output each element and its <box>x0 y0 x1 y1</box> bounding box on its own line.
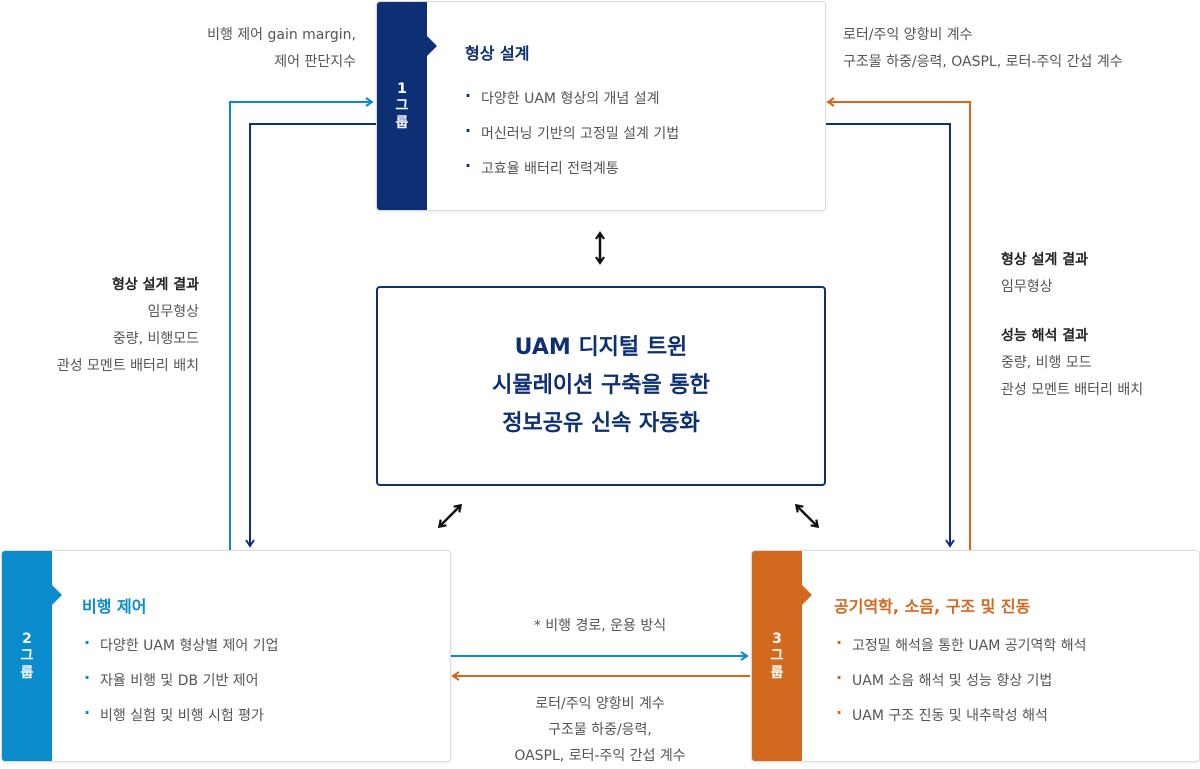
double-arrow-left <box>437 503 463 529</box>
group1-tab-char1: 그 <box>395 97 409 114</box>
note-line: 구조물 하중/응력, <box>548 722 652 738</box>
group3-title: 공기역학, 소음, 구조 및 진동 <box>834 597 1031 616</box>
list-item: UAM 구조 진동 및 내추락성 해석 <box>836 703 1086 740</box>
note-line: 임무형상 <box>147 304 199 320</box>
group1-tab: 1 그 룹 <box>377 2 437 210</box>
center-line-2: 시뮬레이션 구축을 통한 <box>492 373 710 398</box>
list-item: UAM 소음 해석 및 성능 향상 기법 <box>836 668 1086 705</box>
group1-tab-char2: 룹 <box>395 114 409 131</box>
group1-box: 1 그 룹 형상 설계 다양한 UAM 형상의 개념 설계 머신러닝 기반의 고… <box>376 1 826 211</box>
group3-tab-char1: 그 <box>770 647 784 664</box>
list-item: 자율 비행 및 DB 기반 제어 <box>84 668 279 705</box>
list-item: 머신러닝 기반의 고정밀 설계 기법 <box>465 121 679 158</box>
center-box: UAM 디지털 트윈 시뮬레이션 구축을 통한 정보공유 신속 자동화 <box>376 286 826 486</box>
list-item: 비행 실험 및 비행 시험 평가 <box>84 703 279 740</box>
note-heading: 형상 설계 결과 <box>1001 252 1089 268</box>
note-line: 로터/주익 양항비 계수 <box>535 696 665 712</box>
group2-tab-char1: 그 <box>20 647 34 664</box>
note-line: 구조물 하중/응력, OASPL, 로터-주익 간섭 계수 <box>843 54 1123 70</box>
note-line: 중량, 비행 모드 <box>1001 355 1092 371</box>
arrow-g1-to-g2 <box>245 123 376 548</box>
note-bottom: 로터/주익 양항비 계수 구조물 하중/응력, OASPL, 로터-주익 간섭 … <box>450 691 750 769</box>
center-line-1: UAM 디지털 트윈 <box>514 335 688 360</box>
arrow-g3-to-g1 <box>826 97 971 550</box>
group1-tab-num: 1 <box>397 80 407 97</box>
note-heading: 형상 설계 결과 <box>111 277 199 293</box>
note-line: 로터/주익 양항비 계수 <box>843 27 973 43</box>
note-top-right: 로터/주익 양항비 계수 구조물 하중/응력, OASPL, 로터-주익 간섭 … <box>843 22 1123 76</box>
note-line: 비행 제어 gain margin, <box>207 27 356 43</box>
note-line: 중량, 비행모드 <box>112 331 199 347</box>
note-heading: 성능 해석 결과 <box>1001 328 1089 344</box>
note-line: 관성 모멘트 배터리 배치 <box>56 358 199 374</box>
group2-tab-num: 2 <box>22 630 32 647</box>
group2-box: 2 그 룹 비행 제어 다양한 UAM 형상별 제어 기업 자율 비행 및 DB… <box>1 550 451 762</box>
group2-title: 비행 제어 <box>82 597 147 616</box>
list-item: 다양한 UAM 형상별 제어 기업 <box>84 633 279 670</box>
group2-tab-char2: 룹 <box>20 664 34 681</box>
note-line: 임무형상 <box>1001 279 1053 295</box>
note-top-left: 비행 제어 gain margin, 제어 판단지수 <box>207 22 356 76</box>
group3-tab-num: 3 <box>772 630 782 647</box>
note-bottom-top: * 비행 경로, 운용 방식 <box>533 618 667 634</box>
note-line: 관성 모멘트 배터리 배치 <box>1001 382 1144 398</box>
list-item: 고정밀 해석을 통한 UAM 공기역학 해석 <box>836 633 1086 670</box>
note-left: 형상 설계 결과 임무형상 중량, 비행모드 관성 모멘트 배터리 배치 <box>57 272 199 380</box>
arrow-g1-to-g3 <box>824 123 955 548</box>
center-line-3: 정보공유 신속 자동화 <box>502 411 700 436</box>
group3-list: 고정밀 해석을 통한 UAM 공기역학 해석 UAM 소음 해석 및 성능 향상… <box>836 633 1086 740</box>
note-line: OASPL, 로터-주익 간섭 계수 <box>514 748 686 764</box>
group1-title: 형상 설계 <box>465 44 530 63</box>
list-item: 고효율 배터리 전력계통 <box>465 156 679 193</box>
group3-tab: 3 그 룹 <box>752 551 812 761</box>
note-right: 형상 설계 결과 임무형상 성능 해석 결과 중량, 비행 모드 관성 모멘트 … <box>1001 247 1143 404</box>
list-item: 다양한 UAM 형상의 개념 설계 <box>465 86 679 123</box>
group3-tab-char2: 룹 <box>770 664 784 681</box>
group2-list: 다양한 UAM 형상별 제어 기업 자율 비행 및 DB 기반 제어 비행 실험… <box>84 633 279 740</box>
arrow-g2-to-g1 <box>229 97 374 550</box>
group3-box: 3 그 룹 공기역학, 소음, 구조 및 진동 고정밀 해석을 통한 UAM 공… <box>751 550 1200 762</box>
group2-tab: 2 그 룹 <box>2 551 62 761</box>
note-line: 제어 판단지수 <box>274 54 356 70</box>
double-arrow-right <box>794 503 820 529</box>
group1-list: 다양한 UAM 형상의 개념 설계 머신러닝 기반의 고정밀 설계 기법 고효율… <box>465 86 679 193</box>
